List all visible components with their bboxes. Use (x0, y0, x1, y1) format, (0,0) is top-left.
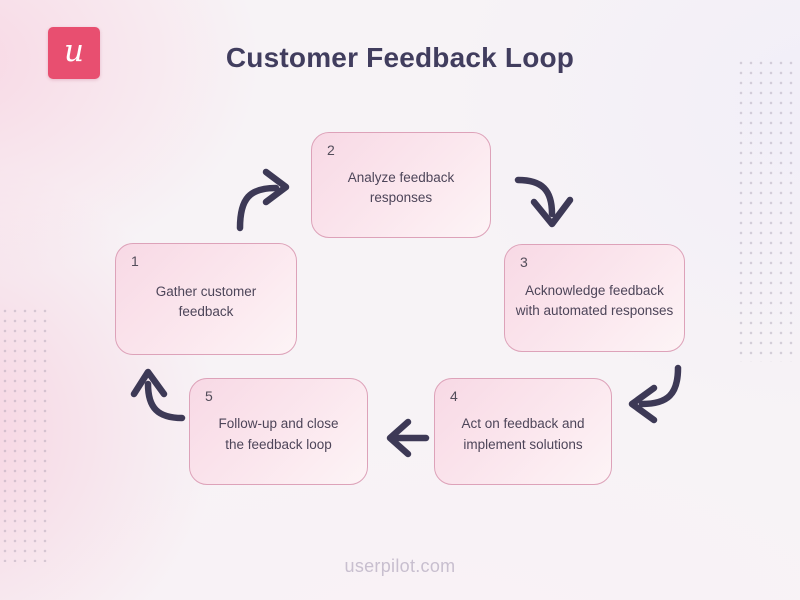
step-4-number: 4 (450, 388, 458, 404)
arrow-step5-to-step1-icon (130, 368, 186, 422)
page-title: Customer Feedback Loop (225, 42, 575, 73)
step-box-2: 2 Analyze feedback responses (311, 132, 491, 238)
logo-letter: u (64, 32, 84, 69)
dot-pattern-right (736, 58, 796, 362)
footer-url: userpilot.com (344, 556, 456, 576)
dot-pattern-left (0, 306, 50, 562)
arrow-step1-to-step2-icon (236, 168, 290, 232)
step-2-number: 2 (327, 142, 335, 158)
step-box-4: 4 Act on feedback and implement solution… (434, 378, 612, 485)
step-2-label: Analyze feedback responses (347, 169, 455, 205)
step-4-label: Act on feedback and implement solutions (461, 416, 585, 452)
step-5-label: Follow-up and close the feedback loop (218, 416, 339, 452)
step-1-label: Gather customer feedback (155, 283, 257, 319)
step-box-1: 1 Gather customer feedback (115, 243, 297, 355)
arrow-step3-to-step4-icon (628, 364, 682, 424)
step-3-number: 3 (520, 254, 528, 270)
arrow-step2-to-step3-icon (514, 176, 574, 228)
step-1-number: 1 (131, 253, 139, 269)
step-5-number: 5 (205, 388, 213, 404)
step-box-3: 3 Acknowledge feedback with automated re… (504, 244, 685, 352)
userpilot-logo: u (48, 27, 100, 79)
arrow-step4-to-step5-icon (386, 418, 430, 458)
step-box-5: 5 Follow-up and close the feedback loop (189, 378, 368, 485)
step-3-label: Acknowledge feedback with automated resp… (515, 282, 674, 318)
